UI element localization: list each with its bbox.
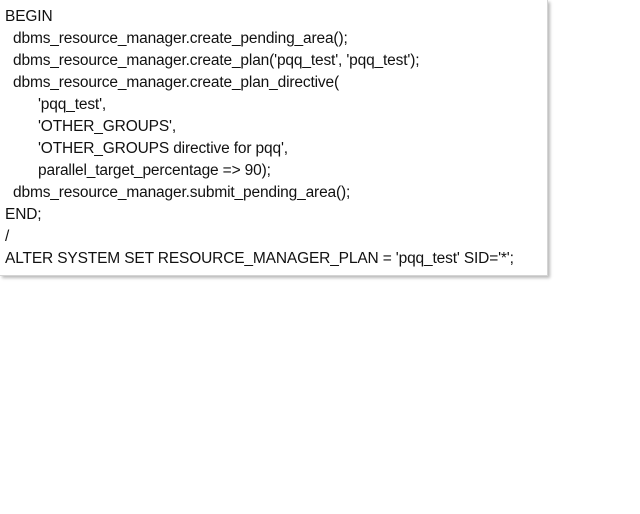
code-line-create-plan: dbms_resource_manager.create_plan('pqq_t… bbox=[13, 52, 420, 69]
code-line-create-pending-area: dbms_resource_manager.create_pending_are… bbox=[13, 30, 348, 47]
code-line-plan-arg: 'pqq_test', bbox=[38, 96, 107, 113]
code-line-slash: / bbox=[5, 228, 10, 245]
code-line-group-arg: 'OTHER_GROUPS', bbox=[38, 118, 177, 135]
code-line-comment-arg: 'OTHER_GROUPS directive for pqq', bbox=[38, 140, 288, 157]
code-line-begin: BEGIN bbox=[5, 8, 53, 25]
code-snippet-panel: BEGIN dbms_resource_manager.create_pendi… bbox=[0, 0, 548, 276]
code-line-parallel-arg: parallel_target_percentage => 90); bbox=[38, 162, 271, 179]
code-line-submit-pending-area: dbms_resource_manager.submit_pending_are… bbox=[13, 184, 351, 201]
code-line-alter-system: ALTER SYSTEM SET RESOURCE_MANAGER_PLAN =… bbox=[5, 250, 514, 267]
code-line-create-plan-directive: dbms_resource_manager.create_plan_direct… bbox=[13, 74, 339, 91]
code-line-end: END; bbox=[5, 206, 42, 223]
